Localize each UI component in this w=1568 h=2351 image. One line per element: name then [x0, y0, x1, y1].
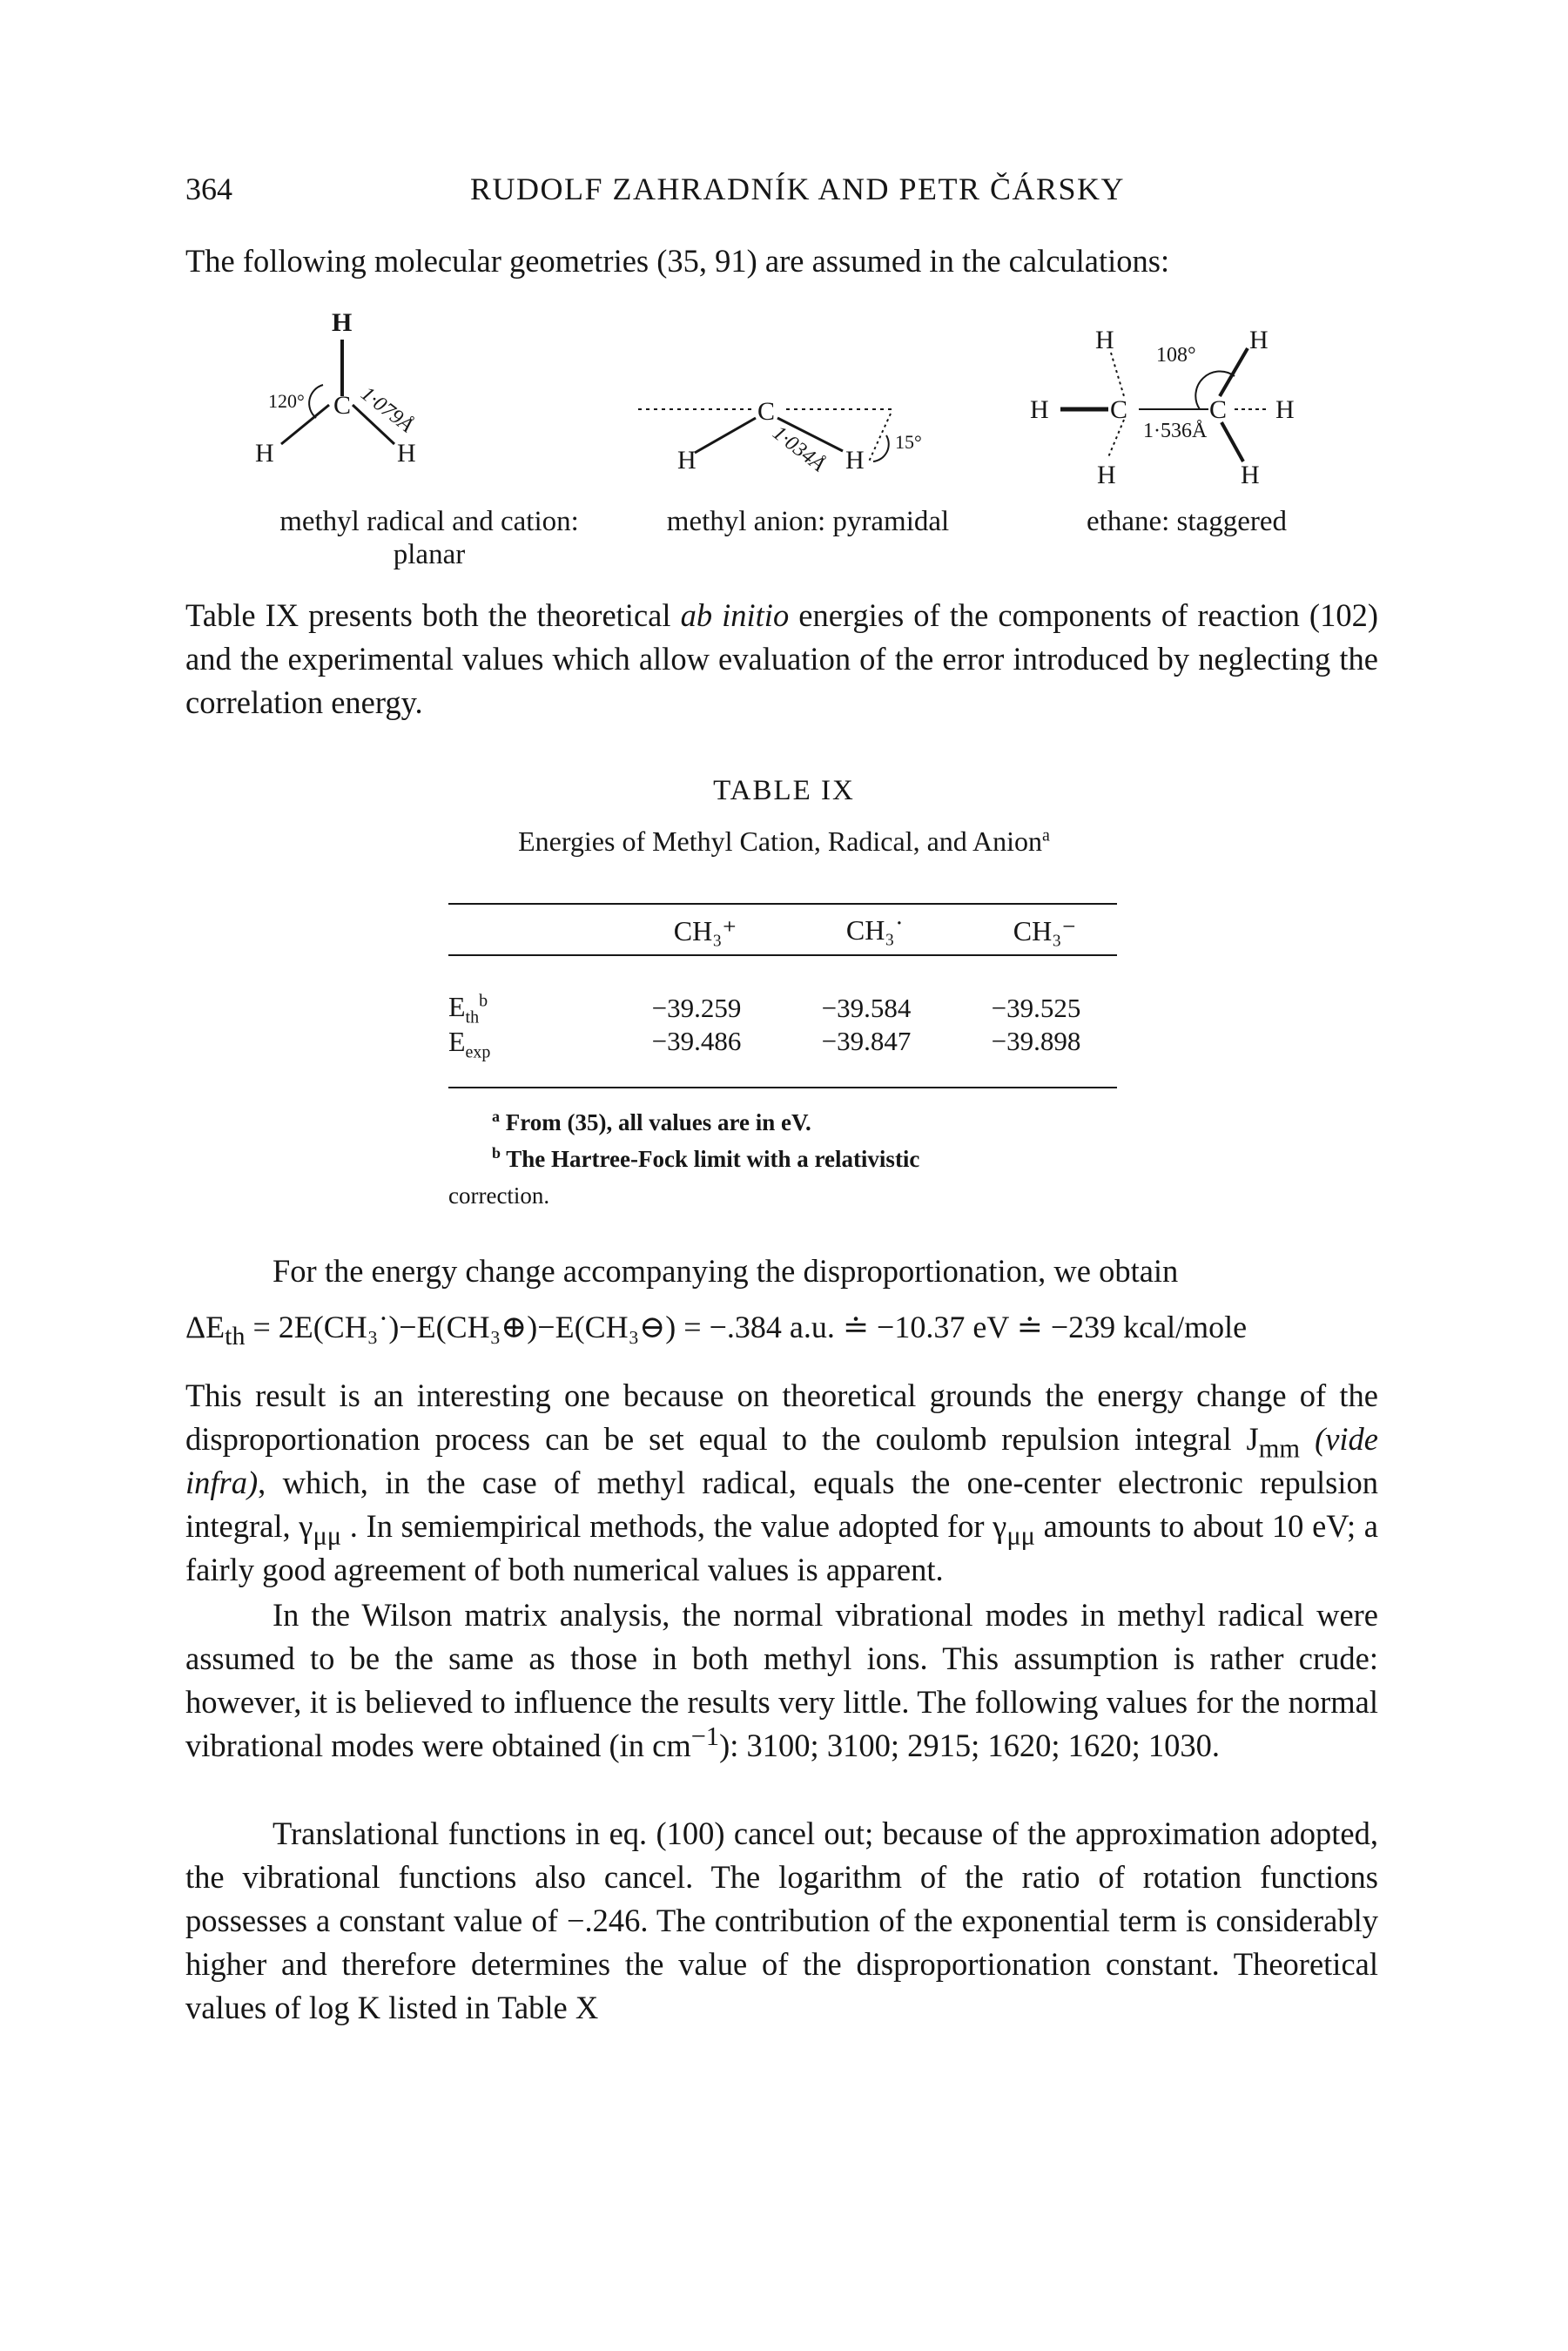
methyl-radical-structure: H C H H 120° 1·079Å [255, 308, 418, 468]
subscript: μμ [1006, 1520, 1035, 1551]
text-span: In the Wilson matrix analysis, the norma… [185, 1597, 1378, 1763]
ch-bond-right [351, 403, 396, 446]
cell-eth-anion: −39.525 [991, 993, 1081, 1023]
table-title-text: Energies of Methyl Cation, Radical, and … [518, 825, 1043, 857]
ethane-bond-up-right [1218, 347, 1249, 398]
table-intro-paragraph: Table IX presents both the theoretical a… [185, 594, 1378, 724]
ethane-structure: C C H H H H H H 108° 1·536Å [1030, 326, 1295, 489]
table-title-note: a [1042, 825, 1050, 845]
molecule-drawings: H C H H 120° 1·079Å C H H 15° 1·034Å [255, 308, 1295, 489]
row-label-eth: Ethb [448, 991, 488, 1026]
page-header: 364 RUDOLF ZAHRADNÍK AND PETR ČÁRSKY [0, 171, 1568, 214]
intro-paragraph: The following molecular geometries (35, … [185, 243, 1170, 279]
atom-c-left: C [1110, 395, 1127, 424]
wilson-paragraph: In the Wilson matrix analysis, the norma… [185, 1593, 1378, 1768]
cell-eexp-radical: −39.847 [821, 1026, 912, 1056]
translational-paragraph: Translational functions in eq. (100) can… [185, 1815, 1378, 2025]
footnote-mark: b [492, 1144, 501, 1162]
ethane-bond-down-right [1220, 421, 1245, 462]
text-span: , which, in the case of methyl radical, … [185, 1465, 1378, 1544]
page-number: 364 [185, 172, 232, 206]
atom-c: C [757, 397, 775, 426]
label-text: E [448, 991, 466, 1022]
atom-h-up-left: H [1095, 326, 1114, 354]
angle-arc [308, 384, 324, 419]
caption-ethane: ethane: staggered [1087, 506, 1287, 537]
cell-eth-radical: −39.584 [821, 993, 912, 1023]
angle-label: 120° [268, 390, 305, 412]
text-span: Table IX presents both the theoretical [185, 597, 681, 633]
atom-h-right: H [845, 446, 865, 475]
cell-eth-cation: −39.259 [651, 993, 742, 1023]
atom-h-left: H [1030, 395, 1049, 424]
anion-bond-left [694, 416, 757, 455]
table-title: Energies of Methyl Cation, Radical, and … [0, 825, 1568, 858]
label-sub: th [465, 1007, 480, 1027]
atom-h-right: H [397, 439, 416, 468]
table-number: TABLE IX [713, 775, 855, 806]
caption-methyl-anion: methyl anion: pyramidal [666, 506, 950, 537]
energy-equation: ΔEth = 2E(CH₃˙)−E(CH₃⊕)−E(CH₃⊖) = −.384 … [185, 1309, 1378, 1350]
text-span: This result is an interesting one becaus… [185, 1378, 1378, 1457]
atom-h-up-right: H [1249, 326, 1269, 354]
cell-eexp-cation: −39.486 [651, 1026, 742, 1056]
label-text: E [448, 1026, 466, 1057]
col-header-anion: CH₃⁻ [1013, 915, 1077, 946]
angle-label: 108° [1156, 344, 1196, 367]
superscript: −1 [690, 1721, 720, 1751]
equation-lhs: ΔE [185, 1310, 225, 1344]
caption-methyl-radical: methyl radical and cation: planar [279, 506, 579, 570]
anion-bond-dashed [868, 413, 892, 462]
col-header-radical: CH₃˙ [845, 914, 905, 946]
text-span: energies of the components of reaction (… [185, 597, 1378, 720]
text-span: ): 3100; 3100; 2915; 1620; 1620; 1030. [719, 1728, 1221, 1763]
atom-h-right: H [1275, 395, 1295, 424]
subscript: mm [1258, 1433, 1301, 1464]
emphasis-vide-infra: (vide infra) [185, 1421, 1379, 1500]
bond-length-label: 1·079Å [356, 382, 417, 437]
table-rule-middle [448, 954, 1117, 956]
row-label-eexp: Eexp [448, 1026, 491, 1062]
text-span: amounts to about 10 eV; a fairly good ag… [185, 1508, 1378, 1587]
equation-lhs-sub: th [225, 1322, 246, 1351]
label-sub: exp [465, 1042, 491, 1062]
anion-angle-arc [872, 434, 890, 462]
col-header-cation: CH₃⁺ [673, 915, 737, 946]
bond-length-label: 1·536Å [1143, 420, 1208, 442]
ethane-angle-arc [1195, 370, 1235, 410]
table-rule-top [448, 903, 1117, 905]
atom-h-top: H [332, 308, 352, 337]
ch-bond-left [280, 403, 330, 446]
footnote-mark: a [492, 1108, 500, 1125]
equation-rhs: = 2E(CH₃˙)−E(CH₃⊕)−E(CH₃⊖) = −.384 a.u. … [245, 1310, 1248, 1344]
result-paragraph: This result is an interesting one becaus… [185, 1374, 1378, 1592]
text-span: . In semiempirical methods, the value ad… [349, 1508, 1007, 1544]
molecular-geometry-figure: H C H H 120° 1·079Å C H H 15° 1·034Å [185, 296, 1378, 583]
running-head: RUDOLF ZAHRADNÍK AND PETR ČÁRSKY [470, 172, 1126, 206]
disproportionation-paragraph: For the energy change accompanying the d… [273, 1253, 1179, 1289]
footnote-text: From (35), all values are in eV. [505, 1109, 811, 1135]
ethane-bond-down-left [1107, 419, 1125, 458]
atom-h-left: H [677, 446, 697, 475]
footnote-text: The Hartree-Fock limit with a relativist… [506, 1146, 920, 1172]
anion-bond-right [777, 416, 844, 453]
subscript: μμ [313, 1520, 342, 1551]
cell-eexp-anion: −39.898 [991, 1026, 1081, 1056]
ethane-bond-up-left [1110, 352, 1125, 397]
table-footnote-b-cont: correction. [448, 1182, 550, 1209]
emphasis-ab-initio: ab initio [680, 597, 790, 633]
angle-label: 15° [895, 431, 922, 453]
label-sup: b [479, 991, 488, 1011]
methyl-anion-structure: C H H 15° 1·034Å [638, 397, 922, 476]
atom-h-left: H [255, 439, 274, 468]
atom-c-right: C [1209, 395, 1227, 424]
table-footnote-b: b The Hartree-Fock limit with a relativi… [448, 1141, 1161, 1177]
atom-c: C [333, 391, 351, 420]
table-footnote-a: a From (35), all values are in eV. [448, 1104, 1161, 1141]
atom-h-down-right: H [1241, 461, 1260, 489]
table-rule-bottom [448, 1087, 1117, 1088]
atom-h-down-left: H [1097, 461, 1116, 489]
